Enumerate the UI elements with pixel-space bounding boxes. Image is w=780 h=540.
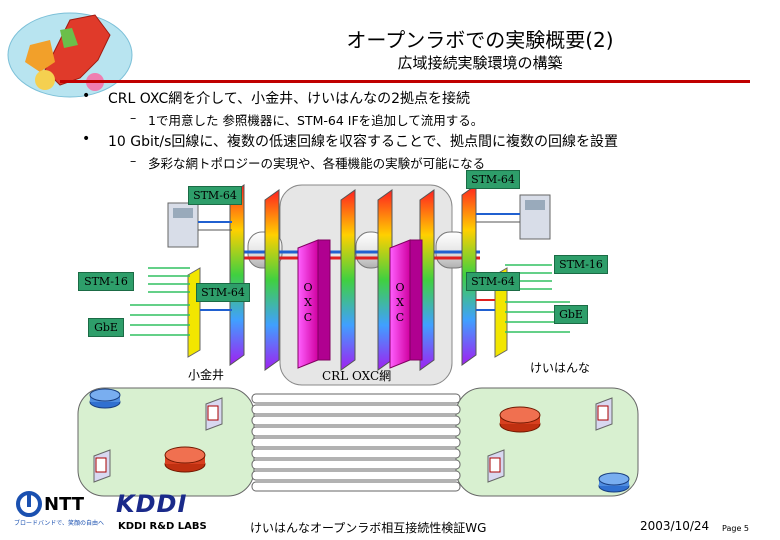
site-label-koganei: 小金井 — [188, 368, 225, 382]
network-label: CRL OXC網 — [322, 369, 392, 383]
footer-page-number: Page 5 — [722, 524, 749, 533]
switch-icon — [93, 449, 111, 483]
bullet-dot: • — [82, 131, 91, 147]
bullet-2: 10 Gbit/s回線に、複数の低速回線を収容することで、拠点間に複数の回線を設… — [108, 134, 618, 150]
ntt-logo-text: NTT — [44, 494, 85, 515]
title-divider — [60, 80, 750, 83]
tag-stm64-mid-left: STM-64 — [196, 283, 250, 302]
bullet-1-dash: – — [130, 110, 137, 125]
oxc-in-bar-left — [264, 189, 280, 371]
switch-icon — [487, 449, 505, 483]
router-red-icon — [164, 446, 206, 473]
oxc-out-bar-left — [340, 189, 356, 371]
bullet-1-sub: 1で用意した 参照機器に、STM-64 IFを追加して流用する。 — [148, 113, 484, 128]
ntt-logo — [16, 491, 42, 517]
bullet-1: CRL OXC網を介して、小金井、けいはんなの2拠点を接続 — [108, 91, 471, 107]
page-title: オープンラボでの実験概要(2) — [346, 28, 614, 52]
oxc-label-left: O X C — [303, 281, 313, 324]
ntt-tagline: ブロードバンドで、笑顔の自由へ — [14, 520, 105, 527]
bullet-dot: • — [82, 88, 91, 104]
bullet-2-sub: 多彩な網トポロジーの実現や、各種機能の実験が可能になる — [148, 156, 486, 171]
footer-title: けいはんなオープンラボ相互接続性検証WG — [250, 521, 487, 535]
switch-icon — [595, 397, 613, 431]
tag-stm64-top-left: STM-64 — [188, 186, 242, 205]
router-red-icon — [499, 406, 541, 433]
oxc-label-right: O X C — [395, 281, 405, 324]
tag-stm64-mid-right: STM-64 — [466, 272, 520, 291]
tag-gbe-right: GbE — [554, 305, 588, 324]
tag-stm16-left: STM-16 — [78, 272, 134, 291]
japan-map-illustration — [7, 12, 133, 98]
router-blue-icon — [89, 388, 121, 409]
left-access-lines — [130, 267, 190, 336]
left-mux-bar — [229, 184, 245, 366]
switch-icon — [205, 397, 223, 431]
tag-gbe-left: GbE — [88, 318, 124, 337]
left-server-screen — [173, 208, 193, 218]
left-gbe-mux — [187, 267, 201, 358]
kddi-logo: KDDI — [116, 490, 188, 518]
tag-stm16-right: STM-16 — [554, 255, 608, 274]
kddi-labs-logo: KDDI R&D LABS — [118, 521, 207, 532]
inter-site-links — [251, 393, 461, 492]
tag-stm64-top-right: STM-64 — [466, 170, 520, 189]
site-label-keihanna: けいはんな — [530, 361, 591, 375]
footer-date: 2003/10/24 — [640, 519, 710, 533]
page-subtitle: 広域接続実験環境の構築 — [397, 54, 563, 72]
bullet-2-dash: – — [130, 153, 137, 168]
router-blue-icon — [598, 472, 630, 493]
